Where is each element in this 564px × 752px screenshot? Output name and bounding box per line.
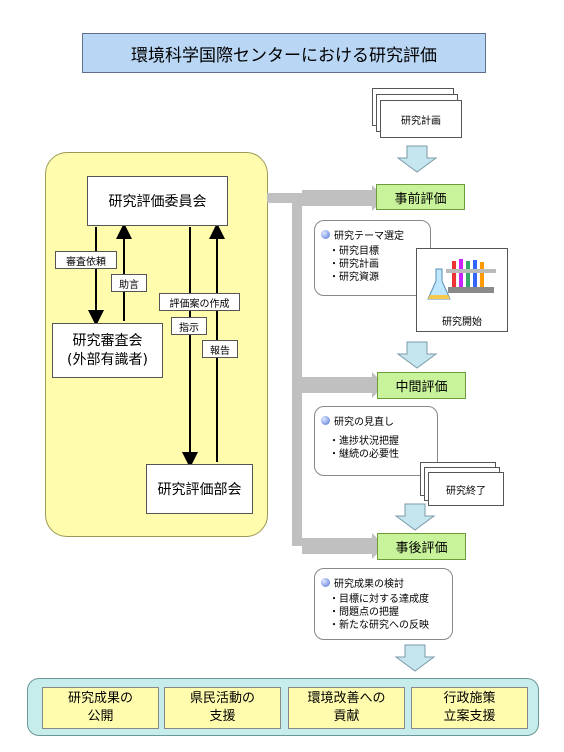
page-title: 環境科学国際センターにおける研究評価 (82, 33, 486, 73)
down-arrow-4 (394, 644, 436, 672)
label-instruction: 指示 (171, 317, 207, 335)
pre-info-item: ・研究資源 (329, 272, 379, 283)
down-arrows (394, 145, 438, 672)
post-info-heading: 研究成果の検討 (334, 579, 404, 590)
mid-info-item: ・進捗状況把握 (329, 436, 399, 447)
outcome-line: 支援 (209, 709, 236, 724)
pre-info-item: ・研究計画 (329, 259, 379, 270)
gray-flow-lines (267, 185, 385, 559)
down-arrow-1 (396, 145, 438, 173)
label-report: 報告 (202, 340, 238, 358)
label-request: 審査依頼 (55, 251, 117, 269)
outcome-box: 行政施策立案支援 (411, 687, 528, 729)
outcome-line: 立案支援 (443, 709, 496, 724)
post-info-item: ・目標に対する達成度 (329, 594, 429, 605)
outcome-line: 貢献 (333, 709, 360, 724)
mid-info-item: ・継続の必要性 (329, 449, 399, 460)
mid-info-heading: 研究の見直し (334, 417, 394, 428)
outcome-line: 県民活動の (189, 691, 255, 707)
outcome-line: 環境改善への (307, 691, 386, 707)
evaluation-committee-box: 研究評価委員会 (87, 176, 228, 226)
post-evaluation-info: 研究成果の検討 ・目標に対する達成度 ・問題点の把握 ・新たな研究への反映 (314, 568, 453, 640)
label-draft: 評価案の作成 (159, 293, 240, 311)
test-tube-flask-icon (427, 259, 496, 300)
outcome-box: 県民活動の支援 (164, 687, 281, 729)
outcome-line: 行政施策 (443, 691, 496, 707)
bullet-dot-icon (321, 230, 330, 239)
evaluation-subcommittee-box: 研究評価部会 (146, 464, 253, 514)
stage-pre-evaluation: 事前評価 (376, 184, 465, 210)
down-arrow-3 (394, 503, 436, 531)
pre-evaluation-info: 研究テーマ選定 ・研究目標 ・研究計画 ・研究資源 (314, 220, 431, 296)
label-advice: 助言 (111, 274, 147, 292)
review-board-note: (外部有識者) (67, 351, 148, 368)
stage-mid-evaluation: 中間評価 (377, 372, 466, 399)
outcome-box: 研究成果の公開 (42, 687, 159, 729)
stage-post-evaluation: 事後評価 (377, 533, 466, 560)
bullet-dot-icon (321, 578, 330, 587)
mid-evaluation-info: 研究の見直し ・進捗状況把握 ・継続の必要性 (314, 406, 438, 476)
pre-info-heading: 研究テーマ選定 (334, 231, 404, 242)
outcome-line: 研究成果の (67, 691, 133, 707)
bullet-dot-icon (321, 416, 330, 425)
research-end-doc: 研究終了 (428, 472, 504, 506)
research-start-card: 研究開始 (416, 248, 508, 332)
post-info-item: ・新たな研究への反映 (329, 620, 429, 631)
post-info-item: ・問題点の把握 (329, 607, 399, 618)
outcome-line: 公開 (87, 709, 114, 724)
research-start-label: 研究開始 (442, 317, 482, 328)
down-arrow-2 (396, 341, 438, 369)
pre-info-item: ・研究目標 (329, 246, 379, 257)
review-board-name: 研究審査会 (72, 333, 143, 350)
plan-doc: 研究計画 (380, 100, 462, 138)
review-board-box: 研究審査会 (外部有識者) (52, 323, 163, 378)
outcome-box: 環境改善への貢献 (288, 687, 405, 729)
